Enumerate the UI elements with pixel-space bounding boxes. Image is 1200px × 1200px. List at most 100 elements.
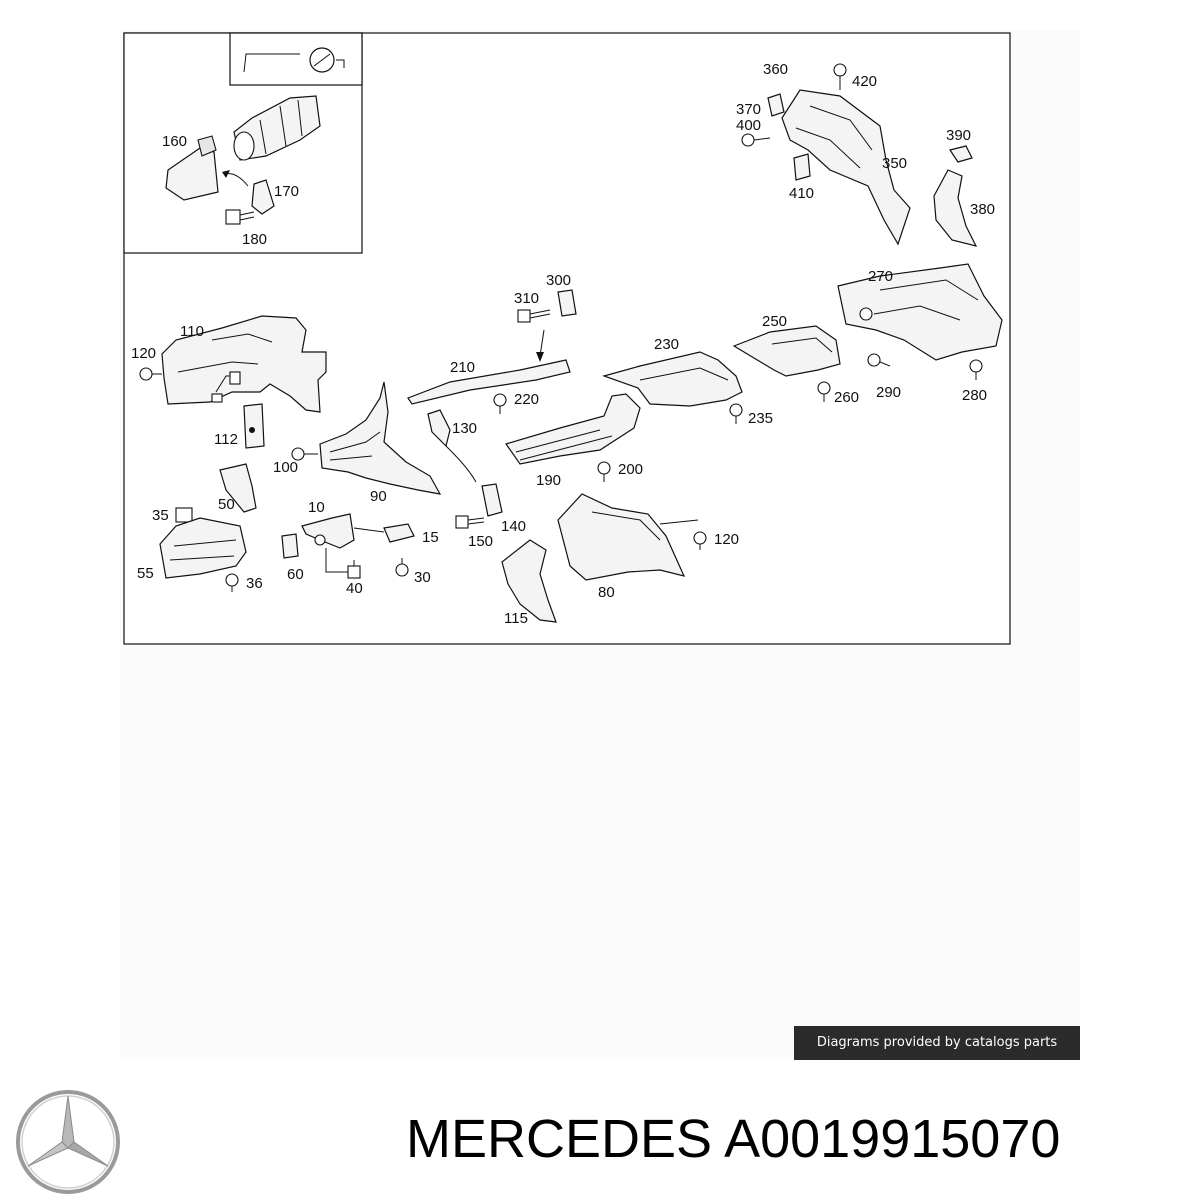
label-400: 400 [736, 117, 761, 134]
label-210: 210 [450, 359, 475, 376]
label-310: 310 [514, 290, 539, 307]
part-420-screw [833, 63, 847, 90]
part-290-screw [867, 353, 891, 367]
label-190: 190 [536, 472, 561, 489]
part-350-heat-shield [781, 89, 911, 246]
part-250-shield [732, 325, 841, 377]
part-60-plate [281, 533, 299, 559]
part-15-clip [383, 523, 415, 543]
part-130-bracket [427, 409, 451, 448]
part-80-panel [557, 493, 686, 581]
part-270-shield [837, 263, 1003, 361]
label-350: 350 [882, 155, 907, 172]
inset-arrowhead [222, 170, 230, 178]
part-380-shield [933, 169, 978, 247]
label-100: 100 [273, 459, 298, 476]
label-300: 300 [546, 272, 571, 289]
label-35: 35 [152, 507, 169, 524]
label-230: 230 [654, 336, 679, 353]
part-220-grommet [493, 393, 507, 414]
label-360: 360 [763, 61, 788, 78]
steering-key-icon [243, 47, 345, 73]
label-180: 180 [242, 231, 267, 248]
arrow-310 [539, 329, 545, 357]
part-230-shield [602, 351, 743, 407]
part-160-column-cover [165, 135, 219, 201]
leader-15 [353, 527, 385, 533]
part-235-grommet [729, 403, 743, 424]
part-280-grommet [969, 359, 983, 380]
label-115: 115 [504, 610, 528, 627]
label-112: 112 [214, 431, 238, 448]
label-40: 40 [346, 580, 363, 597]
part-310-bolt [517, 309, 551, 323]
label-160: 160 [162, 133, 187, 150]
steering-column-assembly [233, 95, 321, 161]
label-120-right: 120 [714, 531, 739, 548]
label-380: 380 [970, 201, 995, 218]
part-260-grommet [817, 381, 831, 402]
part-170-bracket [251, 179, 275, 215]
label-390: 390 [946, 127, 971, 144]
label-280: 280 [962, 387, 987, 404]
label-90: 90 [370, 488, 387, 505]
label-50: 50 [218, 496, 235, 513]
part-210-rail [407, 359, 571, 405]
leader-40 [325, 548, 348, 573]
part-140-bracket [481, 483, 503, 517]
arrow-130-140 [445, 445, 477, 483]
label-410: 410 [789, 185, 814, 202]
label-15: 15 [422, 529, 439, 546]
part-120-grommet-left [139, 367, 162, 381]
part-10-bracket [301, 513, 355, 549]
part-115-duct [501, 539, 557, 623]
part-150-bolt [455, 515, 485, 529]
label-36: 36 [246, 575, 263, 592]
part-400-screw [741, 133, 771, 147]
label-110: 110 [180, 323, 204, 340]
part-112-plate [243, 403, 265, 449]
part-35-clip [175, 507, 193, 523]
label-60: 60 [287, 566, 304, 583]
label-150: 150 [468, 533, 493, 550]
label-370: 370 [736, 101, 761, 118]
label-235: 235 [748, 410, 773, 427]
part-190-channel [505, 393, 641, 465]
arrow-310-head [536, 352, 544, 362]
label-30: 30 [414, 569, 431, 586]
inset-key-box [229, 32, 363, 86]
credit-banner: Diagrams provided by catalogs parts [794, 1026, 1080, 1060]
mercedes-star-icon [16, 1090, 120, 1194]
label-130: 130 [452, 420, 477, 437]
label-55: 55 [137, 565, 154, 582]
part-40-screw [347, 560, 361, 579]
part-180-bolt [225, 209, 255, 225]
part-30-screw [395, 558, 409, 577]
label-170: 170 [274, 183, 299, 200]
part-110-housing [161, 315, 327, 413]
label-200: 200 [618, 461, 643, 478]
page-title: MERCEDES A0019915070 [406, 1109, 1061, 1169]
part-36-grommet [225, 573, 239, 592]
part-410-nut [793, 153, 811, 181]
label-10: 10 [308, 499, 325, 516]
part-100-grommet [291, 447, 318, 461]
label-420: 420 [852, 73, 877, 90]
label-290: 290 [876, 384, 901, 401]
part-50-bracket [219, 463, 257, 513]
part-360-clip [767, 93, 785, 117]
leader-120b [659, 519, 699, 525]
part-300-clip [557, 289, 577, 317]
part-120-grommet-right [693, 531, 707, 550]
label-260: 260 [834, 389, 859, 406]
label-250: 250 [762, 313, 787, 330]
part-390-clip [949, 145, 973, 163]
label-220: 220 [514, 391, 539, 408]
part-90-bracket [319, 381, 442, 495]
label-120-left: 120 [131, 345, 156, 362]
part-55-shield [159, 517, 247, 579]
part-200-grommet [597, 461, 611, 482]
label-270: 270 [868, 268, 893, 285]
